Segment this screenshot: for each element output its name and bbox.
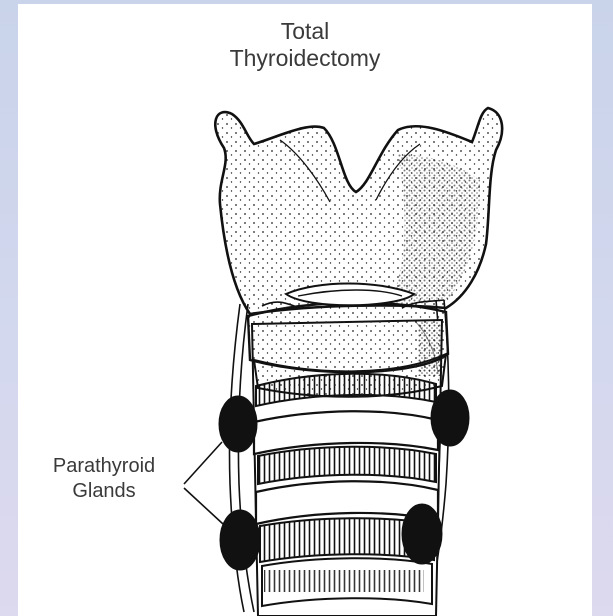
parathyroid-gland-lower-left (220, 510, 260, 570)
parathyroid-gland-upper-left (219, 396, 257, 452)
figure-panel: Total Thyroidectomy (18, 4, 592, 616)
label-line-2: Glands (26, 479, 182, 504)
label-line-1: Parathyroid (26, 454, 182, 479)
larynx-trachea-illustration (18, 4, 592, 616)
parathyroid-gland-upper-right (431, 390, 469, 446)
label-leader-lines (184, 442, 223, 524)
parathyroid-gland-lower-right (402, 504, 442, 564)
parathyroid-label: Parathyroid Glands (26, 454, 182, 504)
